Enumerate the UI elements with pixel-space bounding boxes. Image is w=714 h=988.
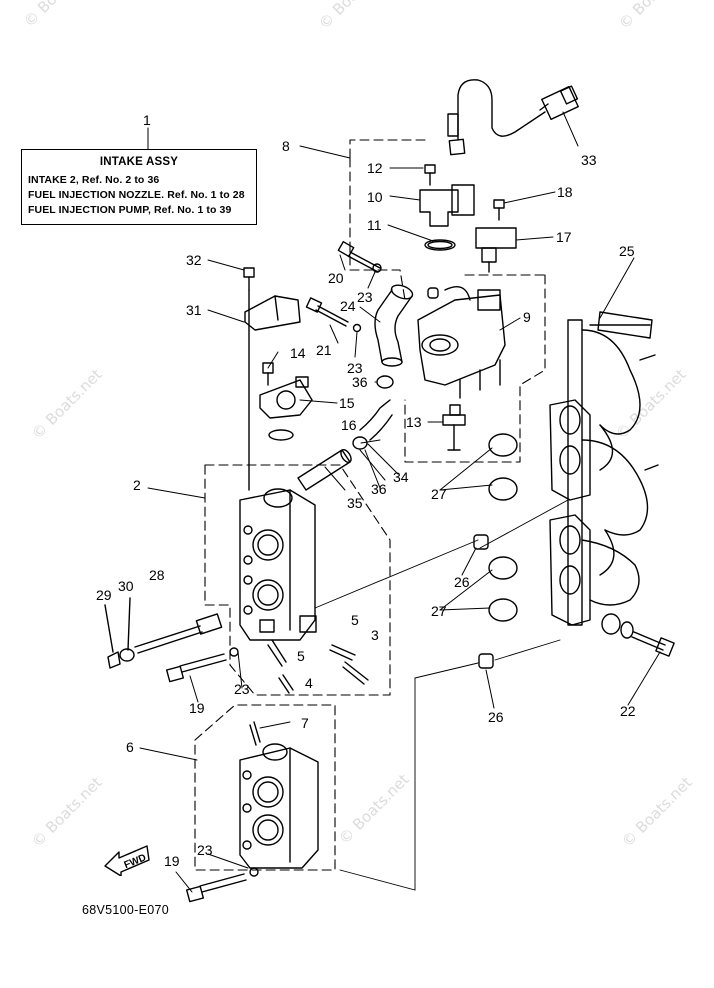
group-outline-fuel-pump	[349, 139, 546, 463]
callout-5: 5	[297, 648, 305, 664]
watermark: © Boats.net	[335, 770, 413, 848]
callout-17: 17	[556, 229, 572, 245]
watermark: © Boats.net	[315, 0, 393, 33]
callout-35: 35	[347, 495, 363, 511]
bracket-31	[243, 267, 301, 491]
legend-title: INTAKE ASSY	[99, 156, 179, 168]
callout-28: 28	[149, 567, 165, 583]
hose-clip	[352, 375, 394, 450]
callout-27: 27	[431, 603, 447, 619]
callout-36: 36	[371, 481, 387, 497]
callout-1: 1	[143, 112, 151, 128]
callout-8: 8	[282, 138, 290, 154]
hose-35	[297, 449, 352, 491]
legend-line-intake: INTAKE 2, Ref. No. 2 to 36	[28, 174, 160, 186]
callout-numbers: 1 8 33 12 10 18 11 17 25 32 20 23 24 31 …	[96, 112, 636, 869]
callout-6: 6	[126, 739, 134, 755]
group-outline-intake-6	[194, 704, 336, 871]
callout-23: 23	[357, 289, 373, 305]
legend-line-nozzle: FUEL INJECTION NOZZLE. Ref. No. 1 to 28	[28, 189, 245, 201]
callout-26: 26	[488, 709, 504, 725]
watermark: © Boats.net	[612, 365, 690, 443]
callout-10: 10	[367, 189, 383, 205]
callout-12: 12	[367, 160, 383, 176]
callout-15: 15	[339, 395, 355, 411]
wire-harness-connector	[447, 79, 579, 156]
watermark: © Boats.net	[618, 773, 696, 851]
adjust-screws	[267, 639, 369, 694]
throttle-sensor	[475, 199, 517, 273]
group-outline-intake-2	[204, 464, 391, 696]
callout-22: 22	[620, 703, 636, 719]
callout-7: 7	[301, 715, 309, 731]
callout-29: 29	[96, 587, 112, 603]
hose-24	[374, 284, 414, 367]
callout-20: 20	[328, 270, 344, 286]
watermark: © Boats.net	[28, 773, 106, 851]
bolt-20	[337, 240, 382, 273]
callout-3: 3	[371, 627, 379, 643]
watermarks: © Boats.net © Boats.net © Boats.net © Bo…	[20, 0, 696, 851]
intake-assy-legend: INTAKE ASSY INTAKE 2, Ref. No. 2 to 36 F…	[21, 149, 257, 225]
callout-4: 4	[305, 675, 313, 691]
fwd-arrow-icon: FWD	[104, 845, 150, 876]
fuel-pump-body	[417, 286, 506, 399]
callout-25: 25	[619, 243, 635, 259]
part-code: 68V5100-E070	[82, 903, 170, 917]
sensor-15	[259, 362, 313, 441]
gasket-o-rings	[488, 433, 518, 622]
watermark: © Boats.net	[615, 0, 693, 33]
watermark: © Boats.net	[20, 0, 98, 31]
callout-5: 5	[351, 612, 359, 628]
callout-31: 31	[186, 302, 202, 318]
callout-19: 19	[164, 853, 180, 869]
temperature-sensor	[442, 404, 466, 451]
callout-9: 9	[523, 309, 531, 325]
callout-18: 18	[557, 184, 573, 200]
callout-34: 34	[393, 469, 409, 485]
callout-16: 16	[341, 417, 357, 433]
callout-32: 32	[186, 252, 202, 268]
callout-23: 23	[347, 360, 363, 376]
callout-30: 30	[118, 578, 134, 594]
callout-14: 14	[290, 345, 306, 361]
callout-13: 13	[406, 414, 422, 430]
bolt-19	[165, 647, 239, 683]
callout-36: 36	[352, 374, 368, 390]
legend-line-pump: FUEL INJECTION PUMP, Ref. No. 1 to 39	[28, 204, 232, 216]
callout-23: 23	[197, 842, 213, 858]
alignment-lines	[314, 499, 569, 891]
callout-21: 21	[316, 342, 332, 358]
callout-23: 23	[234, 681, 250, 697]
intake-manifold	[549, 311, 659, 626]
callout-2: 2	[133, 477, 141, 493]
throttle-body-upper	[239, 488, 317, 641]
leader-lines	[139, 111, 661, 893]
callout-19: 19	[189, 700, 205, 716]
pressure-sensor	[419, 164, 475, 251]
callout-27: 27	[431, 486, 447, 502]
throttle-body-lower	[239, 721, 319, 869]
bolt-22	[601, 613, 675, 657]
callout-26: 26	[454, 574, 470, 590]
fuel-line-28	[104, 597, 223, 669]
watermark: © Boats.net	[28, 365, 106, 443]
callout-33: 33	[581, 152, 597, 168]
bolt-21	[305, 297, 362, 333]
bolt-19-lower	[185, 867, 259, 903]
callout-11: 11	[367, 217, 382, 233]
callout-24: 24	[340, 298, 356, 314]
dowel-pins	[473, 534, 494, 669]
